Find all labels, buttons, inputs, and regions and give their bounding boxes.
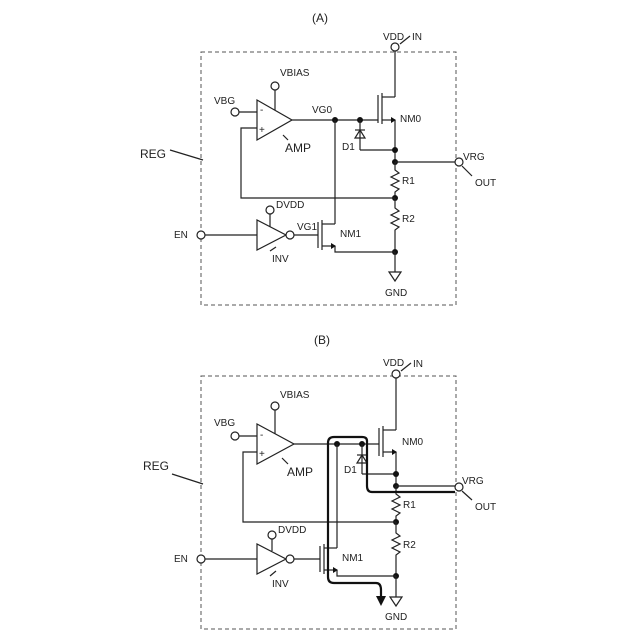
amp-minus-b: - xyxy=(260,430,263,441)
feedback-wire-b xyxy=(243,452,396,522)
amp-minus: - xyxy=(260,105,263,116)
vg0-label: VG0 xyxy=(312,105,332,116)
panel-a-caption: (A) xyxy=(312,11,328,25)
vbias-terminal-b xyxy=(271,402,279,410)
vdd-terminal xyxy=(391,43,399,51)
inv-symbol xyxy=(257,220,286,250)
vdd-terminal-b xyxy=(392,370,400,378)
vrg-label: VRG xyxy=(463,152,485,163)
r2-resistor xyxy=(391,198,399,252)
dvdd-label: DVDD xyxy=(276,200,304,211)
vbias-terminal xyxy=(271,82,279,90)
amp-plus: + xyxy=(259,125,265,136)
r2-resistor-b xyxy=(392,522,400,576)
vdd-label: VDD xyxy=(383,32,404,43)
gnd-label-b: GND xyxy=(385,612,407,623)
inv-bubble-b xyxy=(286,555,294,563)
r2-label-b: R2 xyxy=(403,540,416,551)
in-label-b: IN xyxy=(413,359,423,370)
reg-block-outline xyxy=(201,52,456,305)
d1-diode xyxy=(355,120,395,150)
amp-label: AMP xyxy=(285,141,311,155)
r1-label-b: R1 xyxy=(403,500,416,511)
reg-leader-line xyxy=(170,150,203,160)
d1-diode-b xyxy=(357,444,396,474)
gnd-symbol-b xyxy=(390,597,402,606)
vbg-terminal xyxy=(231,108,239,116)
vbias-label: VBIAS xyxy=(280,68,310,79)
en-label-b: EN xyxy=(174,554,188,565)
vbg-label-b: VBG xyxy=(214,418,235,429)
inv-bubble xyxy=(286,231,294,239)
r1-resistor xyxy=(391,162,399,198)
nm0-label: NM0 xyxy=(400,114,422,125)
panel-b-caption: (B) xyxy=(314,333,330,347)
gnd-label: GND xyxy=(385,288,407,299)
r1-label: R1 xyxy=(402,176,415,187)
out-label-b: OUT xyxy=(475,502,496,513)
inv-label: INV xyxy=(272,254,289,265)
discharge-path-arrowhead xyxy=(376,596,386,606)
amp-label-b: AMP xyxy=(287,465,313,479)
nm1-label: NM1 xyxy=(340,229,362,240)
dvdd-terminal-b xyxy=(268,531,276,539)
source-node-b xyxy=(393,471,399,477)
reg-label-b: REG xyxy=(143,459,169,473)
discharge-path-arrow xyxy=(328,437,455,598)
en-terminal xyxy=(197,231,205,239)
d1-label: D1 xyxy=(342,142,355,153)
vrg-label-b: VRG xyxy=(462,476,484,487)
d1-label-b: D1 xyxy=(344,465,357,476)
inv-label-b: INV xyxy=(272,579,289,590)
reg-label: REG xyxy=(140,147,166,161)
en-terminal-b xyxy=(197,555,205,563)
panel-b: (B) REG VDD IN NM0 - + AMP VBIAS VBG xyxy=(143,333,496,629)
vrg-terminal xyxy=(455,158,463,166)
feedback-wire xyxy=(241,128,395,198)
vbg-label: VBG xyxy=(214,96,235,107)
in-label: IN xyxy=(412,32,422,43)
vdd-label-b: VDD xyxy=(383,358,404,369)
nm1-label-b: NM1 xyxy=(342,553,364,564)
nm0-transistor-b xyxy=(379,426,397,486)
r2-label: R2 xyxy=(402,214,415,225)
vbias-label-b: VBIAS xyxy=(280,390,310,401)
gnd-symbol xyxy=(389,272,401,281)
dvdd-label-b: DVDD xyxy=(278,525,306,536)
vg1-label: VG1 xyxy=(297,222,317,233)
en-label: EN xyxy=(174,230,188,241)
source-node xyxy=(392,147,398,153)
dvdd-terminal xyxy=(266,206,274,214)
amp-plus-b: + xyxy=(259,449,265,460)
nm0-label-b: NM0 xyxy=(402,437,424,448)
amp-leader xyxy=(283,135,288,140)
panel-a: (A) REG VDD IN NM0 - + AMP VBIAS xyxy=(140,11,496,305)
out-label: OUT xyxy=(475,178,496,189)
vbg-terminal-b xyxy=(231,432,239,440)
